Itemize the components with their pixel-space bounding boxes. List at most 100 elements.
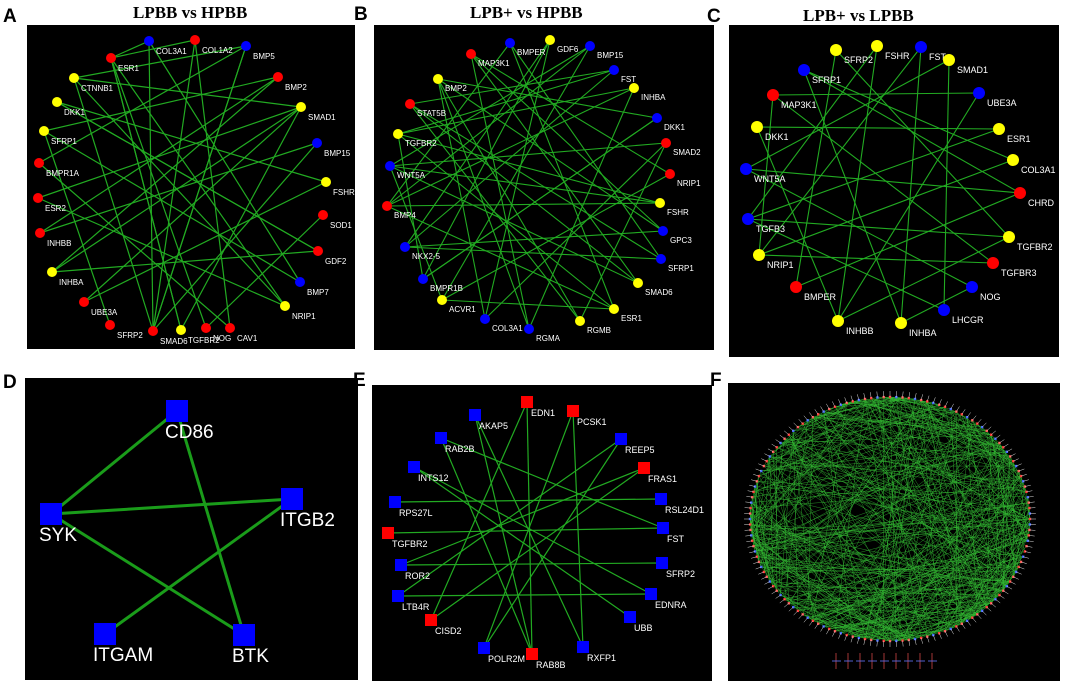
network-panel-f — [728, 383, 1060, 681]
node-label: TGFBR2 — [392, 539, 428, 549]
node-marker — [105, 320, 115, 330]
hairball-node — [760, 469, 763, 473]
hairball-tick — [1006, 585, 1013, 590]
node-fst: FST — [609, 65, 636, 84]
node-marker — [609, 304, 619, 314]
hairball-tick — [746, 496, 753, 498]
node-marker — [418, 274, 428, 284]
hairball-tick — [761, 576, 767, 580]
hairball-node — [1027, 501, 1030, 504]
edge-smad2-wnt5a — [389, 142, 667, 167]
hairball-edge — [986, 434, 992, 608]
hairball-tick — [933, 634, 936, 641]
edge-fshr-tgfb3 — [747, 45, 878, 220]
edge-reep5-polr2m — [483, 438, 622, 649]
node-map3k1: MAP3K1 — [767, 89, 817, 110]
node-marker — [296, 102, 306, 112]
edge-bmp15-acvr1 — [441, 45, 591, 301]
node-marker — [318, 210, 328, 220]
edge-esr1-bmp4 — [386, 205, 615, 310]
hairball-tick — [863, 393, 866, 400]
node-inhbb: INHBB — [35, 228, 71, 248]
hairball-node — [762, 464, 766, 468]
edge-bmp7-col3a1 — [148, 40, 301, 283]
node-nkx2-5: NKX2-5 — [400, 242, 441, 261]
node-marker — [190, 35, 200, 45]
node-label: BMP15 — [597, 51, 624, 60]
edge-ube3a-inhbb — [837, 92, 980, 322]
hairball-tick — [755, 566, 762, 570]
hairball-tick — [1026, 490, 1033, 493]
hairball-node — [1008, 455, 1012, 458]
edge-gpc3-bmp2 — [437, 78, 664, 232]
node-label: TGFBR2 — [1017, 242, 1053, 252]
hairball-tick — [753, 561, 760, 564]
node-marker — [1003, 231, 1015, 243]
node-label: RAB2B — [445, 444, 475, 454]
hairball-node — [845, 401, 848, 405]
edge-rab2b-fst — [440, 437, 664, 529]
hairball-edge — [773, 401, 853, 452]
hairball-tick — [844, 634, 847, 641]
hairball-tick — [832, 631, 836, 637]
edges — [50, 409, 293, 637]
hairball-edge — [802, 518, 1031, 615]
node-marker — [652, 113, 662, 123]
node-label: POLR2M — [488, 654, 525, 664]
hairball-tick — [771, 590, 777, 595]
hairball-tick — [944, 631, 948, 637]
edge-inhbb-dkk1 — [756, 126, 839, 322]
node-nog: NOG — [966, 281, 1001, 302]
node-label: SFRP2 — [666, 569, 695, 579]
hairball-tick — [798, 419, 803, 424]
hairball-edge — [817, 414, 928, 637]
hairball-tick — [870, 639, 872, 646]
network-f-svg — [744, 391, 1036, 669]
hairball-edge — [758, 475, 1028, 542]
edge-tgfbr2-inhbb — [837, 236, 1010, 322]
hairball-node — [960, 413, 964, 416]
hairball-node — [748, 512, 752, 515]
node-marker — [166, 400, 188, 422]
node-label: RGMB — [587, 326, 611, 335]
node-bmpr1a: BMPR1A — [34, 158, 80, 178]
node-rps27l: RPS27L — [389, 496, 433, 518]
hairball-edge — [1018, 471, 1028, 541]
hairball-tick — [927, 636, 930, 643]
edge-col1a2-esr1 — [110, 39, 196, 59]
node-smad6: SMAD6 — [633, 278, 673, 297]
edge-syk-itgb2 — [50, 497, 293, 516]
node-bmp4: BMP4 — [382, 201, 416, 220]
hairball-tick — [820, 626, 824, 632]
node-smad2: SMAD2 — [661, 138, 701, 157]
hairball-edge — [889, 396, 897, 641]
hairball-edge — [766, 460, 1024, 482]
hairball-node — [1014, 464, 1018, 468]
node-label: ESR1 — [1007, 134, 1031, 144]
hairball-edge — [834, 398, 866, 632]
hairball-tick — [933, 397, 936, 404]
node-label: TGFBR2 — [405, 139, 437, 148]
node-marker — [69, 73, 79, 83]
hairball-edge — [763, 566, 1019, 573]
node-label: SFRP1 — [812, 75, 841, 85]
node-sfrp2: SFRP2 — [830, 44, 873, 65]
hairball-node — [751, 496, 754, 499]
edge-map3k1-gpc3 — [470, 53, 664, 232]
hairball-edge — [812, 456, 1011, 621]
hairball-node — [1017, 469, 1020, 473]
hairball-edge — [933, 402, 1004, 448]
node-label: BMP4 — [394, 211, 416, 220]
node-tgfbr2: TGFBR2 — [1003, 231, 1053, 252]
edge-edn1-rab8b — [526, 401, 533, 655]
node-marker — [176, 325, 186, 335]
node-marker — [832, 315, 844, 327]
hairball-edge — [751, 535, 841, 634]
hairball-edge — [754, 411, 824, 487]
edge-fst-stat5b — [409, 69, 615, 105]
hairball-edge — [986, 430, 1004, 591]
node-marker — [987, 257, 999, 269]
hairball-tick — [1023, 556, 1029, 559]
node-tgfbr2: TGFBR2 — [176, 325, 220, 345]
edge-inhba-sfrp1 — [803, 69, 902, 324]
